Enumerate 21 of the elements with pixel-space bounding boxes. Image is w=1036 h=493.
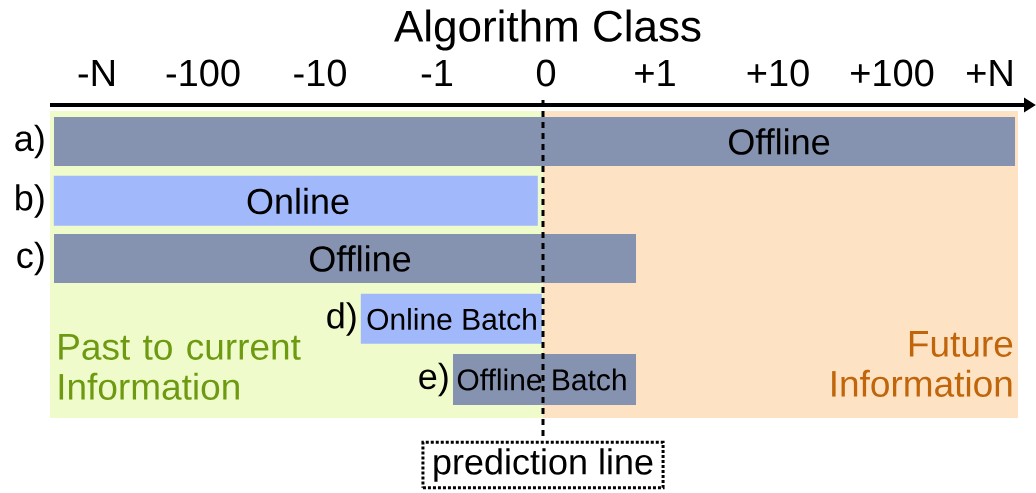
tick-label: -100: [166, 59, 240, 87]
bar-label: d): [327, 302, 356, 336]
tick-label: +1: [635, 59, 675, 87]
title: Algorithm Class: [394, 9, 701, 51]
bar-label: c): [17, 241, 44, 276]
tick-label: -N: [78, 59, 114, 87]
bar-label: b): [16, 184, 44, 218]
tick-label: +100: [851, 59, 934, 87]
bar: Online Batch: [360, 293, 542, 344]
tick-label: 0: [536, 59, 556, 87]
label-box: prediction line: [421, 440, 665, 490]
tick-label: -1: [421, 59, 453, 87]
tick-label: +10: [747, 59, 809, 87]
bar: Offline: [54, 117, 1015, 166]
bar-label: e): [419, 362, 448, 397]
bar-label: a): [15, 124, 44, 159]
tick-label: -10: [294, 59, 346, 87]
bar: Offline Batch: [453, 354, 636, 405]
bar: Online: [53, 175, 538, 226]
bar: Offline: [54, 234, 636, 283]
tick-label: +N: [967, 59, 1012, 87]
